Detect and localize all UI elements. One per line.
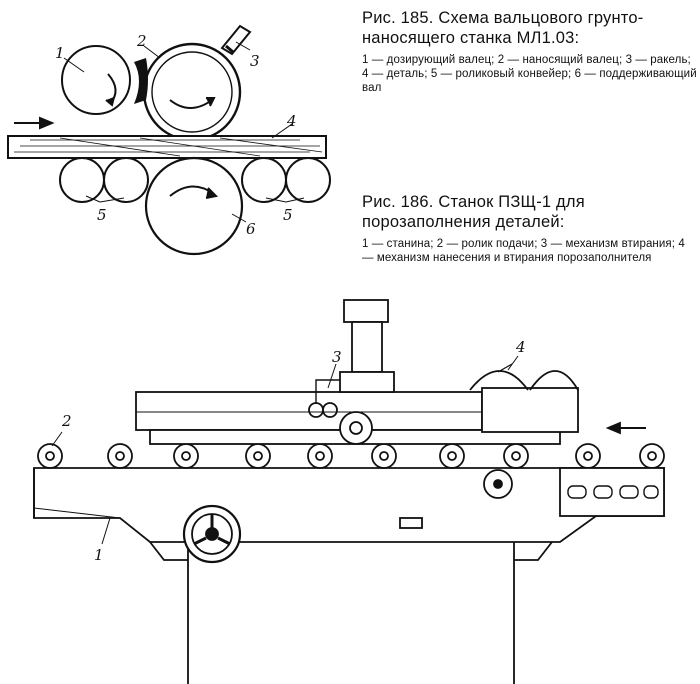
applicator-housing — [481, 387, 579, 433]
label-applicator-roller: 2 — [136, 32, 147, 50]
label-rubbing-mechanism: 3 — [332, 348, 342, 366]
conveyor-roller — [59, 157, 105, 203]
rubbing-mechanism-wheel — [339, 411, 373, 445]
motor-head — [343, 299, 389, 323]
small-handwheel — [483, 469, 513, 499]
roller-coater-diagram — [7, 24, 331, 256]
label-conveyor-right: 5 — [283, 206, 293, 224]
figure-186-labels: 2 3 4 1 — [61, 338, 526, 564]
figure-185-caption: Рис. 185. Схема вальцового грунто-нанося… — [362, 8, 697, 95]
support-roller — [144, 156, 244, 256]
label-support-roller: 6 — [246, 220, 256, 238]
figure-186-title: Рис. 186. Станок ПЗЩ-1 для порозаполнени… — [362, 193, 585, 231]
dosing-roller — [61, 45, 131, 115]
pedestal — [187, 542, 515, 684]
conveyor-roller — [103, 157, 149, 203]
figure-185-title: Рис. 185. Схема вальцового грунто-нанося… — [362, 9, 644, 47]
figure-185-legend: 1 — дозирующий валец; 2 — наносящий вале… — [362, 54, 697, 94]
figure-186-legend: 1 — станина; 2 — ролик подачи; 3 — механ… — [362, 238, 685, 264]
label-conveyor-left: 5 — [97, 206, 107, 224]
figure-186-caption: Рис. 186. Станок ПЗЩ-1 для порозаполнени… — [362, 192, 697, 265]
label-doctor-blade: 3 — [250, 52, 260, 70]
label-dosing-roller: 1 — [55, 44, 65, 62]
conveyor-roller — [285, 157, 331, 203]
figure-185-labels: 1 2 3 4 5 5 6 — [55, 32, 297, 238]
label-frame: 1 — [94, 546, 104, 564]
doctor-blade — [220, 24, 252, 56]
applicator-roller-inner — [151, 51, 233, 133]
label-workpiece: 4 — [286, 112, 297, 130]
coating-nip — [134, 58, 148, 104]
workpiece — [7, 135, 327, 159]
discharge-slots — [567, 485, 659, 499]
applicator-roller — [142, 42, 242, 142]
label-frame-roller: 2 — [61, 412, 72, 430]
feed-rollers — [37, 443, 665, 469]
conveyor-roller — [241, 157, 287, 203]
pore-filling-machine-drawing — [33, 299, 665, 684]
label-application-mechanism: 4 — [515, 338, 526, 356]
rotation-arrow — [169, 99, 213, 109]
